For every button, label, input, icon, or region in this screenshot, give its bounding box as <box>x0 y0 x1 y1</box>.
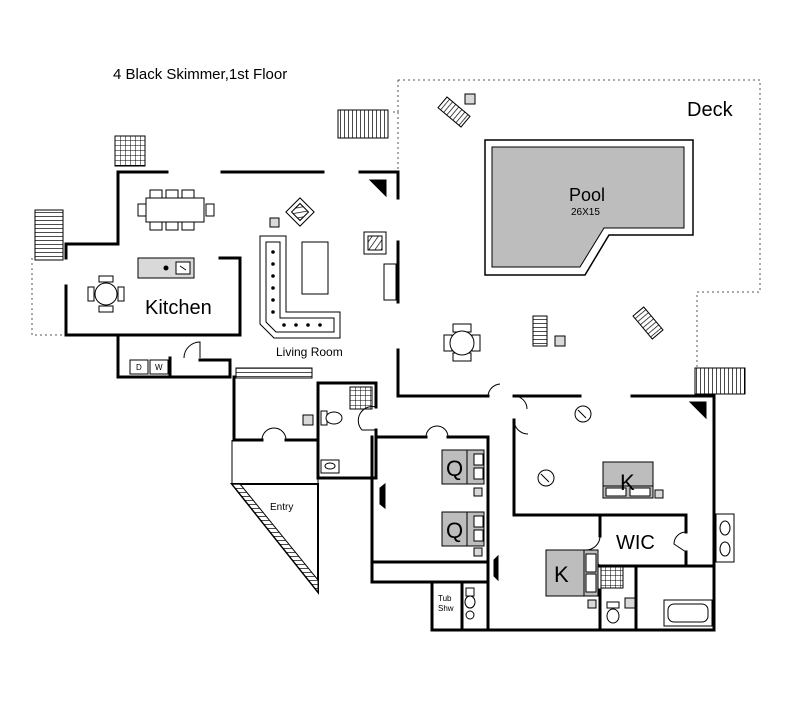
king-bed-1 <box>602 461 654 499</box>
dining-table <box>137 189 215 231</box>
coffee-table <box>301 241 329 295</box>
wall-unit-1 <box>379 482 386 510</box>
end-table <box>269 217 280 228</box>
toilet-bowl-3 <box>606 608 620 624</box>
lounge-chair-3 <box>632 306 664 340</box>
queen-bed-1-label: Q <box>446 456 463 481</box>
master-tile-grid <box>600 565 624 589</box>
doors <box>183 341 687 567</box>
fireplace-wedge-2 <box>688 401 707 420</box>
toilet-tank-3 <box>606 601 620 609</box>
hall-bath-sink <box>465 610 475 620</box>
entry-label: Entry <box>270 502 293 513</box>
dryer-label: D <box>136 363 142 372</box>
wall-unit-2 <box>493 554 499 582</box>
side-table-1 <box>464 93 476 105</box>
entry-stairs <box>229 440 319 595</box>
nightstand-2 <box>473 547 483 557</box>
queen-bed-2-label: Q <box>446 518 463 543</box>
king-bed-2-label: K <box>554 562 569 587</box>
powder-table <box>302 414 314 426</box>
powder-sink <box>320 459 340 474</box>
nightstand-1 <box>473 487 483 497</box>
toilet-tank-2 <box>465 587 475 597</box>
outdoor-tile-grid <box>114 135 146 167</box>
round-chair-1 <box>574 405 592 423</box>
living-room-label: Living Room <box>276 345 343 359</box>
kitchen-label: Kitchen <box>145 297 212 319</box>
round-chair-2 <box>537 469 555 487</box>
side-stairs <box>34 209 64 261</box>
kitchen-table <box>87 275 125 313</box>
tub-label-line1: Tub <box>438 594 452 603</box>
plan-title: 4 Black Skimmer,1st Floor <box>113 66 287 83</box>
wic-label: WIC <box>616 532 655 554</box>
fireplace-wedge-1 <box>368 179 387 198</box>
nightstand-4 <box>587 599 597 609</box>
lounge-chair-1 <box>437 96 471 128</box>
tub-label-line2: Shw <box>438 604 454 613</box>
interior-stairs <box>235 367 313 379</box>
washer-label: W <box>155 363 163 372</box>
walls <box>64 170 716 632</box>
accent-chair-1 <box>285 197 315 227</box>
tv-console <box>383 263 397 301</box>
sink-dot <box>163 265 169 271</box>
nightstand-3 <box>654 489 664 499</box>
deck-label: Deck <box>687 99 734 121</box>
deck-dining-table <box>443 323 481 362</box>
queen-bed-2 <box>441 511 485 547</box>
deck-stairs-right <box>694 367 746 395</box>
bath-tile-grid <box>349 386 373 410</box>
pool-water <box>491 146 685 268</box>
pool-size-label: 26X15 <box>571 207 600 218</box>
king-bed-1-label: K <box>620 470 635 495</box>
washer <box>149 359 169 375</box>
lounge-chair-2 <box>532 315 548 347</box>
toilet-bowl-2 <box>464 595 476 609</box>
queen-bed-1 <box>441 449 485 485</box>
toilet-bowl-1 <box>325 411 343 425</box>
sofa-dots <box>271 250 322 327</box>
side-table-2 <box>554 335 566 347</box>
pool-label: Pool <box>569 185 605 205</box>
deck-stairs-top <box>337 109 389 139</box>
dryer <box>129 359 149 375</box>
king-bed-2 <box>545 549 599 597</box>
master-side-table <box>624 597 636 609</box>
deck-outline <box>31 79 761 368</box>
